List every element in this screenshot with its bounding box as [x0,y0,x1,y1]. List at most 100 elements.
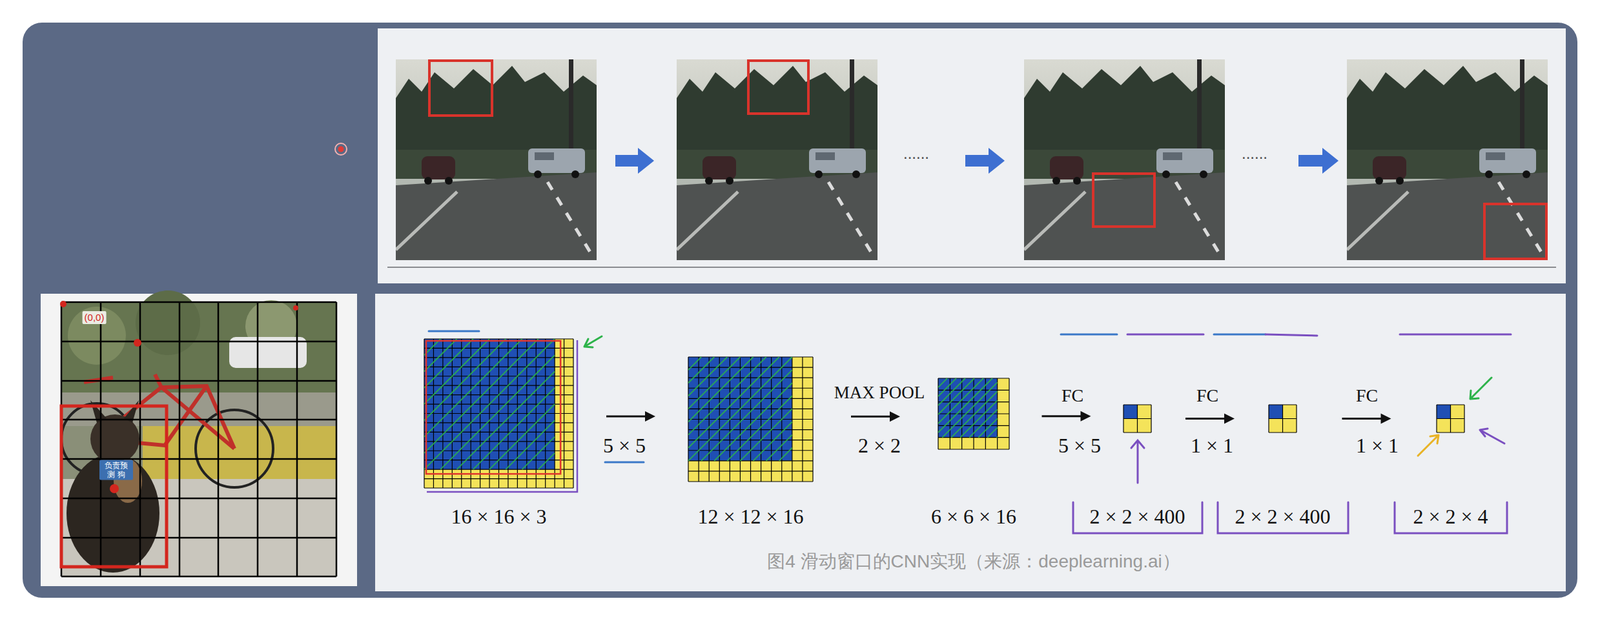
hatch-mark [688,357,780,449]
grid-line [938,425,1010,427]
grid-line [1268,418,1297,420]
step-arrow [965,147,1005,174]
hatch-mark [996,436,997,438]
grid-volume [938,378,1010,450]
outer-panel [22,22,1578,598]
ellipsis: ...... [1241,144,1268,164]
sliding-window [748,60,809,114]
hatch-mark [489,404,555,470]
grid-overlay [217,302,220,577]
flow-arrow [1342,413,1392,425]
grid-volume [1123,404,1138,420]
handwritten-mark [1479,428,1505,444]
hatch-mark [688,357,702,370]
grid-overlay [100,302,103,577]
hatch-mark [938,378,984,424]
grid-volume [688,357,813,482]
grid-overlay [61,419,337,421]
handwritten-mark [1394,502,1508,534]
handwritten-mark [584,336,602,348]
hatch-mark [951,391,997,438]
step-arrow [615,147,1339,174]
grid-line [424,450,574,452]
top-panel [377,28,1566,284]
road-photo [395,59,597,261]
operation-label: MAX POOL [834,382,925,403]
hatch-mark [505,420,555,470]
handwritten-mark [1131,440,1145,483]
grid-line [688,439,813,441]
ellipsis: ...... [903,144,930,164]
grid-volume [1268,404,1297,433]
grid-line [1008,378,1010,450]
grid-overlay [61,301,337,304]
grid-volume [1123,404,1152,433]
dimension-label: 2 × 2 × 400 [1089,503,1185,530]
operation-label: FC [1355,384,1378,407]
flow-arrow [851,411,901,422]
grid-overlay [61,340,337,343]
grid-overlay [61,497,337,500]
bounding-box [60,300,299,567]
hatch-mark [538,453,555,470]
feature-volume: 6 × 6 × 16 [938,378,1010,450]
bounding-box [60,300,67,308]
operation-label: FC [1061,384,1084,407]
dimension-label: 16 × 16 × 3 [450,503,547,530]
hatch-mark [424,338,555,470]
top-panel [387,266,1557,268]
hatch-mark [473,388,555,470]
figure-caption: 图4 滑动窗口的CNN实现（来源：deeplearning.ai） [767,550,1181,573]
grid-line [572,338,574,489]
grid-line [424,469,574,471]
top-panel [377,28,1566,284]
arrow-head [889,411,901,422]
hatch-mark [440,355,555,470]
grid-line [688,470,813,472]
hatch-mark [714,382,793,462]
grid-line [424,487,574,489]
grid-line [812,357,813,482]
hatch-mark [522,437,556,471]
arrow-head [1224,413,1235,425]
operation-label: 5 × 5 [1058,433,1101,458]
hatch-mark [978,418,997,438]
arrow-head [645,411,656,422]
grid-line [688,460,813,462]
grid-line [1436,431,1465,433]
hatch-mark [424,338,523,438]
hatch-mark [960,400,997,438]
dog-photo [135,290,201,356]
grid-volume [1436,404,1465,433]
hatch-mark [753,422,793,462]
dimension-label: 12 × 12 × 16 [697,503,804,530]
sliding-window [429,60,1547,259]
handwritten-mark [1127,333,1204,336]
grid-volume [1436,404,1465,433]
hatch-mark [457,371,556,471]
grid-line [1150,404,1152,433]
hatch-mark [938,378,957,397]
grid-line [801,357,803,482]
road-photo [676,59,878,261]
hatch-mark [688,357,793,462]
operation-label: FC [1196,384,1219,407]
grid-overlay [335,302,338,577]
sliding-window [429,60,493,116]
grid-line [1463,404,1465,433]
grid-line [554,338,556,489]
handwritten-mark [428,331,1511,534]
grid-volume [1436,404,1451,420]
handwritten-mark [605,461,644,464]
handwritten-mark [1399,333,1511,336]
feature-volume: 2 × 2 × 400 [1268,404,1297,433]
hatch-mark [688,357,715,383]
grid-line [1268,431,1297,433]
handwritten-mark [1470,377,1492,400]
cnn-panel [375,293,1566,592]
dimension-label: 6 × 6 × 16 [931,503,1017,530]
grid-line [424,422,574,423]
handwritten-mark [428,330,480,333]
